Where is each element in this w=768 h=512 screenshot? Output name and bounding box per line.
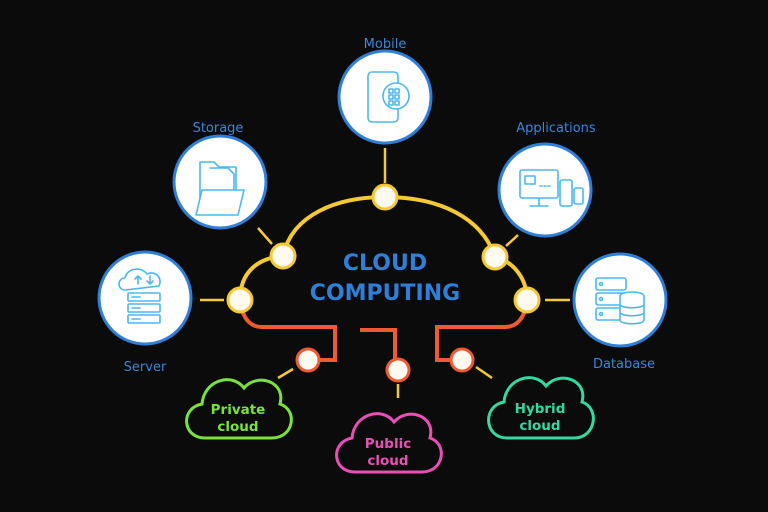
- label-database: Database: [593, 357, 655, 372]
- database-icon: [595, 277, 645, 325]
- public-line2: cloud: [367, 453, 408, 469]
- service-database: Database: [572, 252, 668, 372]
- folder-icon: [195, 161, 245, 216]
- cloud-hybrid: Hybrid cloud: [487, 376, 595, 440]
- service-mobile: Mobile: [337, 37, 433, 145]
- title-line2: COMPUTING: [310, 281, 460, 306]
- service-applications: Applications: [497, 121, 596, 238]
- server-icon: [118, 268, 161, 324]
- cloud-public: Public cloud: [335, 412, 443, 474]
- label-mobile: Mobile: [364, 37, 407, 52]
- private-line2: cloud: [217, 419, 258, 435]
- devices-icon: [519, 169, 584, 207]
- service-storage: Storage: [172, 121, 268, 230]
- connector-ticks: [200, 148, 570, 398]
- label-storage: Storage: [193, 121, 244, 136]
- cloud-private: Private cloud: [185, 378, 293, 440]
- label-server: Server: [124, 360, 167, 375]
- orange-connectors: [238, 299, 529, 362]
- label-applications: Applications: [516, 121, 596, 136]
- public-line1: Public: [365, 436, 411, 452]
- service-server: Server: [97, 250, 193, 375]
- mobile-icon: [367, 71, 410, 123]
- title-line1: CLOUD: [343, 251, 427, 276]
- hybrid-line2: cloud: [519, 418, 560, 434]
- private-line1: Private: [211, 402, 266, 418]
- connection-nodes: [226, 183, 541, 383]
- hybrid-line1: Hybrid: [515, 401, 566, 417]
